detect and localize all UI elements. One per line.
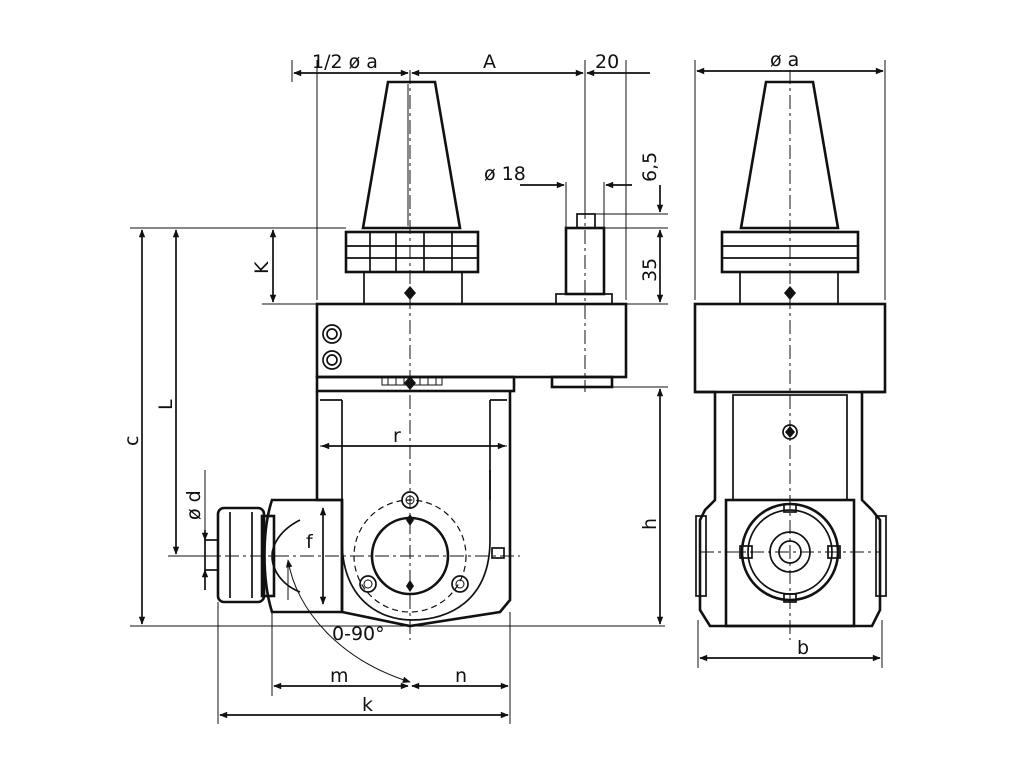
label-dia-18: ø 18 — [484, 163, 526, 185]
lower-body — [315, 391, 512, 628]
front-view: f 0-90° 1/2 ø a A 20 ø 18 6,5 35 — [121, 51, 668, 724]
taper-shank — [361, 80, 462, 230]
label-half-dia-a: 1/2 ø a — [312, 51, 378, 73]
label-h: h — [639, 518, 661, 530]
label-dia-a: ø a — [770, 49, 799, 71]
label-b: b — [797, 637, 809, 659]
label-f: f — [306, 531, 314, 553]
label-A: A — [483, 51, 496, 73]
label-angle: 0-90° — [332, 623, 385, 645]
label-k: k — [362, 694, 373, 716]
label-r: r — [393, 425, 401, 447]
screw-right — [451, 575, 469, 593]
label-20: 20 — [595, 51, 619, 73]
label-c: c — [121, 436, 143, 446]
screw-left — [359, 575, 377, 593]
label-35: 35 — [639, 258, 661, 282]
label-L: L — [155, 399, 177, 410]
label-dia-d: ø d — [183, 490, 205, 520]
label-n: n — [455, 665, 467, 687]
label-m: m — [330, 665, 349, 687]
main-housing — [315, 302, 628, 393]
label-6-5: 6,5 — [639, 152, 661, 182]
label-K: K — [251, 261, 273, 274]
side-view: ø a b — [693, 49, 887, 668]
side-taper-shank — [739, 80, 840, 230]
flange — [344, 230, 480, 305]
